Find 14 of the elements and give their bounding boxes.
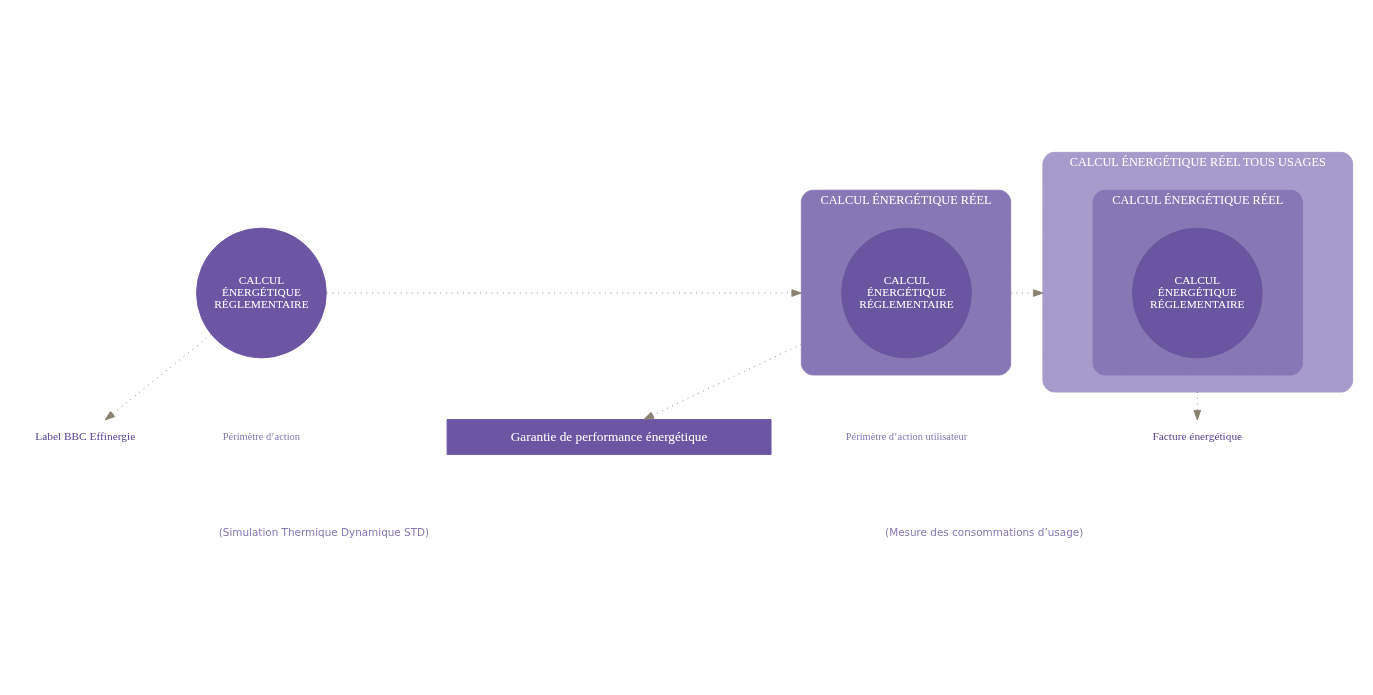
arrow (643, 343, 802, 420)
node-circle: CALCUL ÉNERGÉTIQUE RÉGLEMENTAIRE (1131, 227, 1263, 359)
node-circle: CALCUL ÉNERGÉTIQUE RÉGLEMENTAIRE (196, 227, 327, 359)
node-text: Label BBC Effinergie (35, 429, 136, 442)
node-box: Garantie de performance énergétique (446, 419, 772, 455)
label: (Mesure des consommations d’usage) (885, 525, 1084, 538)
label: Périmètre d’action utilisateur (845, 430, 968, 442)
label: (Simulation Thermique Dynamique STD) (218, 525, 430, 538)
arrow (326, 289, 802, 297)
label: Périmètre d’action (222, 430, 300, 442)
arrow (104, 334, 212, 421)
node-circle: CALCUL ÉNERGÉTIQUE RÉGLEMENTAIRE (841, 227, 972, 359)
node-text: Facture énergétique (1152, 429, 1243, 442)
arrow (1010, 289, 1044, 297)
